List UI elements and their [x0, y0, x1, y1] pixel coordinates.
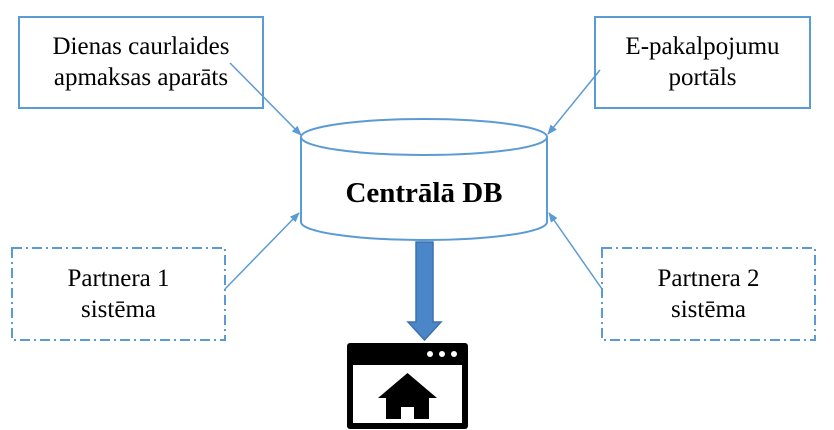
- output-block-arrow: [406, 241, 443, 342]
- partner2-system-line2: sistēma: [671, 296, 746, 323]
- partner1-system-line2: sistēma: [81, 296, 156, 323]
- partner2-system-line1: Partnera 2: [657, 265, 760, 292]
- arrow-portal-to-db: [547, 69, 601, 135]
- payment-machine-box: [18, 16, 264, 109]
- partner1-system-line1: Partnera 1: [67, 265, 170, 292]
- central-db-cylinder: [300, 118, 548, 241]
- central-db-label: Centrālā DB: [345, 177, 503, 209]
- partner2-system-label: Partnera 2 sistēma: [602, 263, 815, 325]
- e-services-portal-label: E-pakalpojumu portāls: [595, 31, 810, 93]
- e-services-portal-box: [594, 16, 811, 109]
- payment-machine-label: Dienas caurlaides apmaksas aparāts: [19, 31, 263, 93]
- arrow-payment-to-db: [229, 62, 302, 136]
- browser-home-icon: [347, 343, 468, 429]
- payment-machine-line2: apmaksas aparāts: [53, 64, 229, 91]
- partner1-system-box: [11, 247, 226, 341]
- partner1-system-label: Partnera 1 sistēma: [12, 263, 225, 325]
- e-services-portal-line1: E-pakalpojumu: [625, 33, 780, 60]
- payment-machine-line1: Dienas caurlaides: [52, 33, 230, 60]
- arrow-partner2-to-db: [548, 212, 603, 290]
- e-services-portal-line2: portāls: [668, 64, 737, 91]
- arrow-partner1-to-db: [224, 212, 300, 290]
- partner2-system-box: [601, 247, 816, 341]
